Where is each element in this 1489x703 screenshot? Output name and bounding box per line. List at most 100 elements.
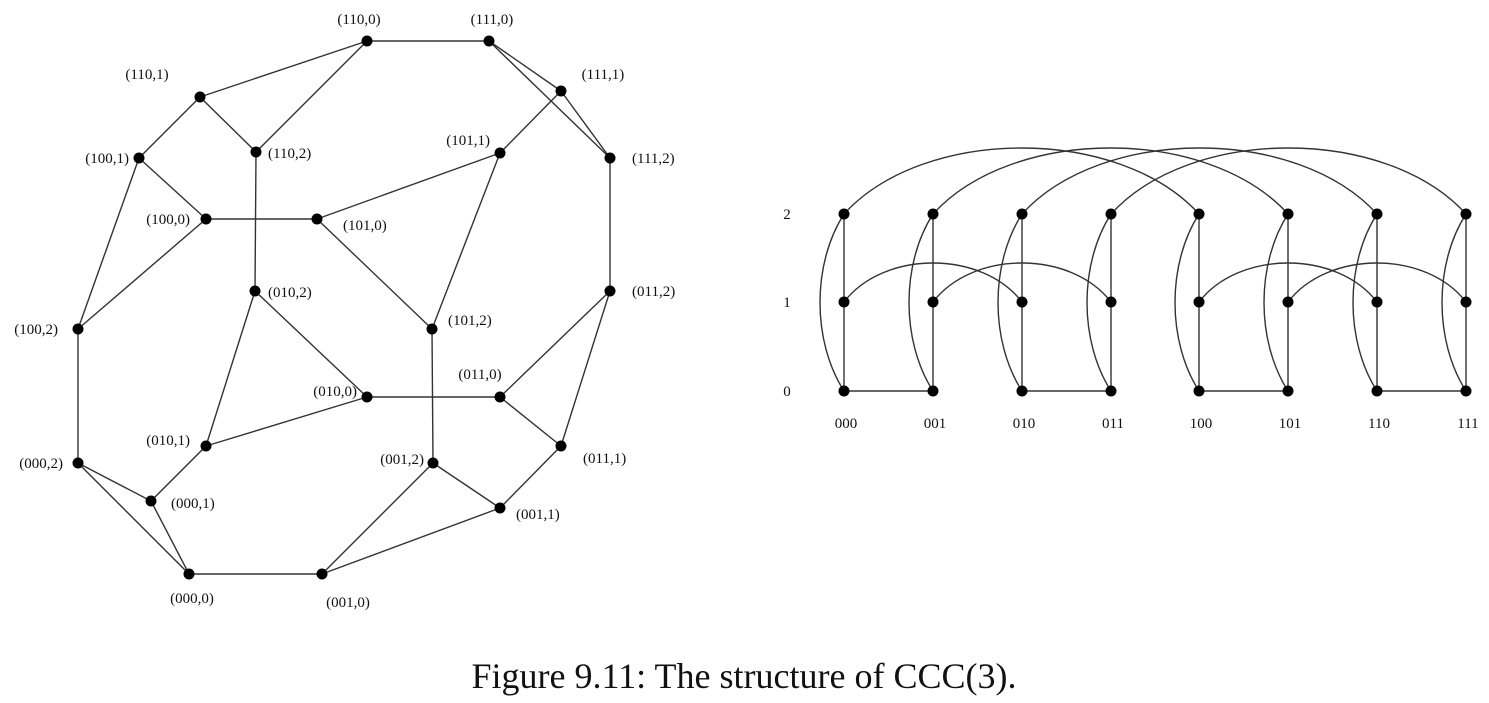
edge-011-1-to-011-2 bbox=[560, 290, 611, 447]
level-node-011-0 bbox=[1105, 385, 1117, 397]
edge-101-0-to-101-1 bbox=[316, 152, 501, 220]
level-node-100-0 bbox=[1193, 385, 1205, 397]
node-label-100-1: (100,1) bbox=[85, 151, 129, 167]
node-label-000-1: (000,1) bbox=[171, 496, 215, 512]
node-label-100-2: (100,2) bbox=[14, 322, 58, 338]
edge-000-0-to-000-1 bbox=[150, 500, 190, 575]
node-label-110-2: (110,2) bbox=[268, 146, 311, 162]
node-label-001-1: (001,1) bbox=[516, 507, 560, 523]
level-node-101-1 bbox=[1282, 296, 1294, 308]
level-node-010-2 bbox=[1016, 208, 1028, 220]
node-010-2 bbox=[249, 285, 261, 297]
edge-000-1-to-010-1 bbox=[150, 445, 207, 502]
edge-011-2-to-011-0 bbox=[499, 290, 611, 398]
edge-101-1-to-101-2 bbox=[431, 152, 501, 330]
cycle-edge-000-2-0 bbox=[819, 213, 845, 392]
edge-000-2-to-000-0 bbox=[77, 462, 190, 575]
node-100-1 bbox=[133, 152, 145, 164]
edge-010-1-to-010-2 bbox=[205, 290, 256, 447]
edge-111-1-to-111-2 bbox=[560, 90, 611, 159]
level-node-100-1 bbox=[1193, 296, 1205, 308]
level-node-001-1 bbox=[927, 296, 939, 308]
column-label-101: 101 bbox=[1279, 416, 1302, 432]
column-label-100: 100 bbox=[1190, 416, 1213, 432]
node-label-101-2: (101,2) bbox=[448, 313, 492, 329]
cube-edge-011-111-2 bbox=[1110, 147, 1467, 215]
cube-edge-001-101-2 bbox=[932, 147, 1289, 215]
node-100-2 bbox=[72, 323, 84, 335]
edge-110-1-to-110-2 bbox=[199, 96, 257, 153]
cube-layout-labels: (000,0)(000,1)(000,2)(001,0)(001,1)(001,… bbox=[14, 12, 675, 611]
edge-001-1-to-011-1 bbox=[499, 445, 562, 509]
edge-101-2-to-101-0 bbox=[316, 218, 433, 330]
node-label-111-2: (111,2) bbox=[632, 151, 675, 167]
edge-111-0-to-111-1 bbox=[488, 40, 562, 92]
node-111-0 bbox=[483, 35, 495, 47]
node-101-1 bbox=[494, 147, 506, 159]
cycle-edge-010-2-0 bbox=[997, 213, 1023, 392]
edge-001-1-to-001-2 bbox=[432, 462, 501, 509]
node-label-000-2: (000,2) bbox=[19, 456, 63, 472]
column-label-010: 010 bbox=[1013, 416, 1036, 432]
node-label-100-0: (100,0) bbox=[146, 212, 190, 228]
node-111-1 bbox=[555, 85, 567, 97]
level-node-100-2 bbox=[1193, 208, 1205, 220]
level-node-101-2 bbox=[1282, 208, 1294, 220]
level-node-111-0 bbox=[1460, 385, 1472, 397]
edge-010-2-to-110-2 bbox=[254, 151, 257, 292]
edge-100-2-to-100-0 bbox=[77, 218, 207, 330]
column-label-011: 011 bbox=[1102, 416, 1124, 432]
cube-edge-000-100-2 bbox=[843, 147, 1200, 215]
cycle-edge-101-2-0 bbox=[1263, 213, 1289, 392]
node-label-110-0: (110,0) bbox=[337, 12, 380, 28]
node-110-0 bbox=[361, 35, 373, 47]
edge-110-2-to-110-0 bbox=[255, 40, 368, 153]
node-110-2 bbox=[250, 146, 262, 158]
level-layout-nodes bbox=[838, 208, 1472, 397]
edge-111-2-to-111-0 bbox=[488, 40, 611, 159]
node-label-011-2: (011,2) bbox=[632, 284, 675, 300]
node-011-0 bbox=[494, 391, 506, 403]
node-label-111-1: (111,1) bbox=[582, 67, 625, 83]
node-001-2 bbox=[427, 457, 439, 469]
level-label-0: 0 bbox=[783, 384, 791, 400]
node-101-2 bbox=[426, 323, 438, 335]
node-010-0 bbox=[361, 391, 373, 403]
cycle-edge-110-2-0 bbox=[1352, 213, 1378, 392]
level-layout-edges bbox=[819, 147, 1467, 392]
node-001-0 bbox=[316, 568, 328, 580]
cube-edge-000-010-1 bbox=[843, 262, 1023, 303]
node-label-011-0: (011,0) bbox=[458, 367, 501, 383]
node-label-111-0: (111,0) bbox=[471, 12, 514, 28]
column-label-000: 000 bbox=[835, 416, 858, 432]
cycle-edge-001-2-0 bbox=[908, 213, 934, 392]
node-111-2 bbox=[604, 152, 616, 164]
level-node-111-2 bbox=[1460, 208, 1472, 220]
cycle-edge-100-2-0 bbox=[1174, 213, 1200, 392]
edge-001-0-to-001-1 bbox=[321, 507, 501, 575]
level-label-1: 1 bbox=[783, 295, 791, 311]
level-node-011-1 bbox=[1105, 296, 1117, 308]
node-010-1 bbox=[200, 440, 212, 452]
edge-000-1-to-000-2 bbox=[77, 462, 152, 502]
level-node-010-0 bbox=[1016, 385, 1028, 397]
cycle-edge-011-2-0 bbox=[1086, 213, 1112, 392]
edge-010-0-to-010-1 bbox=[205, 396, 368, 447]
level-node-101-0 bbox=[1282, 385, 1294, 397]
column-label-111: 111 bbox=[1457, 416, 1478, 432]
cube-edge-100-110-1 bbox=[1198, 262, 1378, 303]
node-000-2 bbox=[72, 457, 84, 469]
level-node-000-1 bbox=[838, 296, 850, 308]
edge-101-1-to-111-1 bbox=[499, 90, 562, 154]
edge-100-0-to-100-1 bbox=[138, 157, 207, 220]
node-011-2 bbox=[604, 285, 616, 297]
level-node-110-0 bbox=[1371, 385, 1383, 397]
node-label-010-2: (010,2) bbox=[268, 285, 312, 301]
node-100-0 bbox=[200, 213, 212, 225]
ccc3-cube-layout-graph: (000,0)(000,1)(000,2)(001,0)(001,1)(001,… bbox=[14, 12, 675, 611]
edge-110-0-to-110-1 bbox=[199, 40, 368, 98]
edge-100-1-to-100-2 bbox=[77, 157, 140, 330]
node-label-110-1: (110,1) bbox=[125, 67, 168, 83]
level-node-011-2 bbox=[1105, 208, 1117, 220]
